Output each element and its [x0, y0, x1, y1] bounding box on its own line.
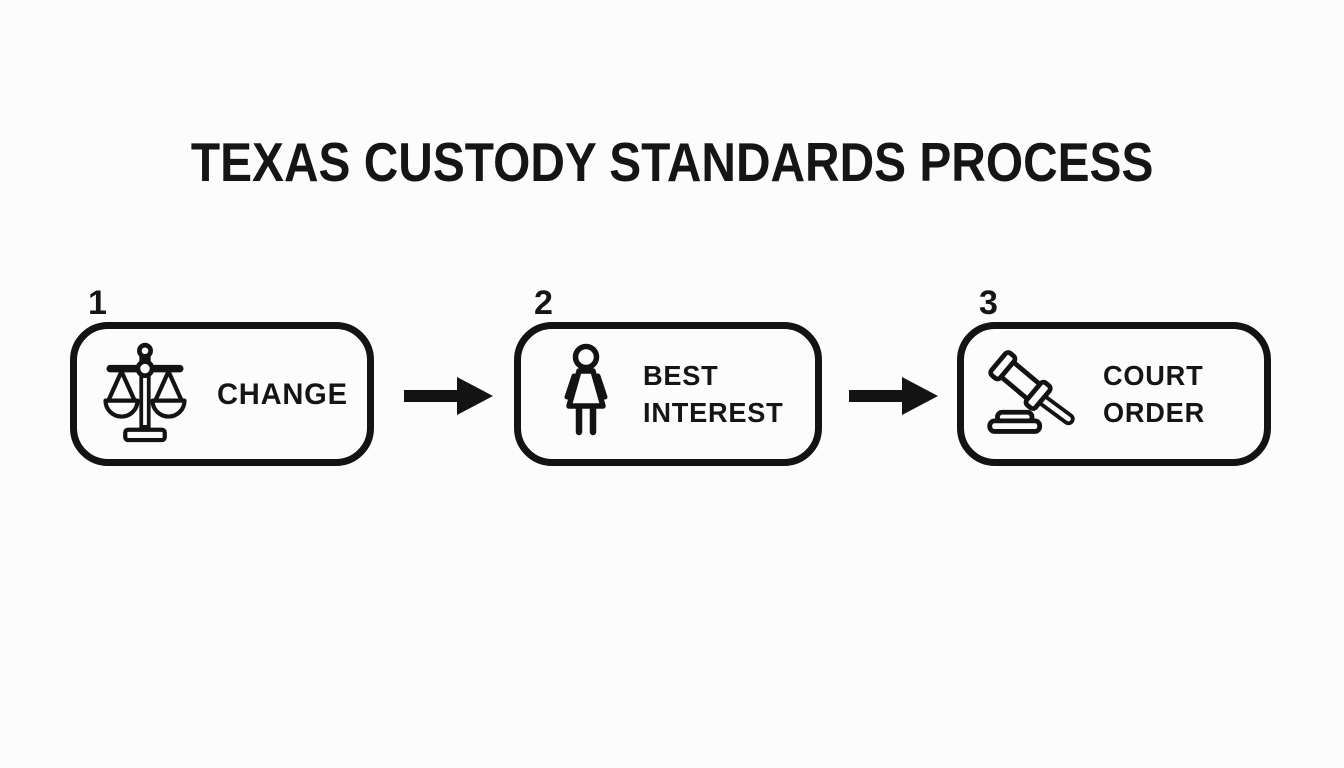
diagram-title: TEXAS CUSTODY STANDARDS PROCESS — [190, 131, 1154, 193]
step-2-number: 2 — [534, 284, 553, 322]
scales-of-justice-icon — [98, 342, 192, 446]
step-box-change: CHANGE — [70, 322, 374, 466]
step-1-number: 1 — [88, 284, 107, 322]
arrow-right-icon — [848, 374, 940, 423]
title-row: TEXAS CUSTODY STANDARDS PROCESS — [0, 130, 1344, 194]
step-3-number: 3 — [979, 284, 998, 322]
step-box-court-order: COURT ORDER — [957, 322, 1271, 466]
step-2-label: BEST INTEREST — [643, 360, 784, 428]
step-3-label: COURT ORDER — [1103, 360, 1205, 428]
gavel-icon — [984, 346, 1080, 442]
step-1-label: CHANGE — [217, 377, 348, 411]
woman-figure-icon — [553, 343, 619, 445]
step-box-best-interest: BEST INTEREST — [514, 322, 822, 466]
arrow-right-icon — [403, 374, 495, 423]
